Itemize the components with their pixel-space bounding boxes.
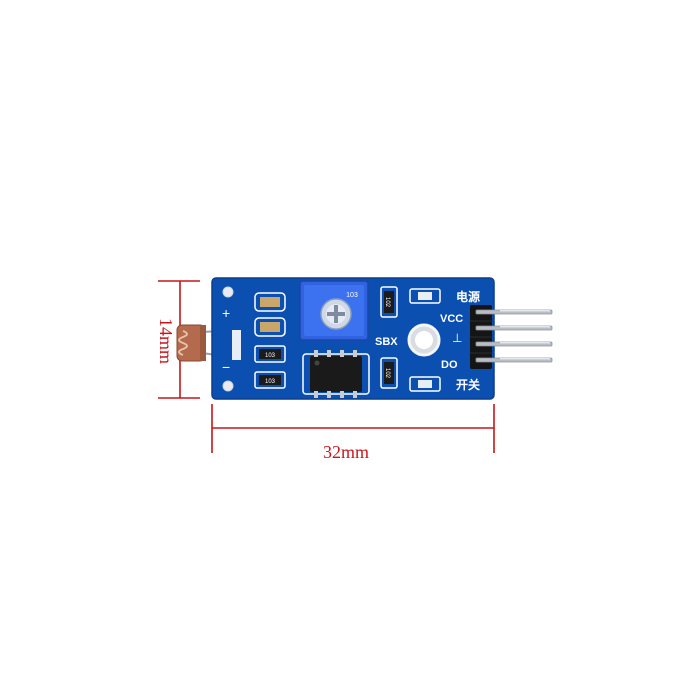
width-dimension: 32mm [211, 404, 495, 462]
width-label: 32mm [323, 442, 369, 462]
photoresistor [176, 324, 239, 362]
ldr-pad [232, 330, 241, 360]
capacitor-bottom [254, 317, 286, 337]
plus-label: + [222, 305, 230, 321]
pin-header [470, 305, 553, 369]
resistor-code: 102 [384, 297, 390, 308]
resistor-right-bottom: 102 [380, 357, 398, 389]
resistor-left-1: 103 [254, 345, 286, 363]
ic-chip [302, 350, 370, 398]
height-label: 14mm [156, 318, 176, 364]
capacitor-top [254, 292, 286, 312]
potentiometer: 103 [299, 280, 369, 341]
vcc-label: VCC [440, 313, 463, 325]
gnd-label: ⊥ [452, 331, 462, 345]
switch-led [409, 376, 441, 392]
power-led [409, 288, 441, 304]
power-label: 电源 [456, 289, 480, 304]
minus-label: − [222, 359, 230, 375]
resistor-right-top: 102 [380, 286, 398, 318]
resistor-code: 102 [384, 368, 390, 379]
sbx-label: SBX [375, 336, 398, 348]
mounting-hole [407, 323, 441, 357]
resistor-code: 103 [265, 353, 276, 359]
resistor-left-2: 103 [254, 371, 286, 389]
switch-label: 开关 [456, 377, 480, 392]
resistor-code: 103 [265, 379, 276, 385]
pot-label: 103 [346, 292, 358, 299]
do-label: DO [441, 359, 458, 371]
